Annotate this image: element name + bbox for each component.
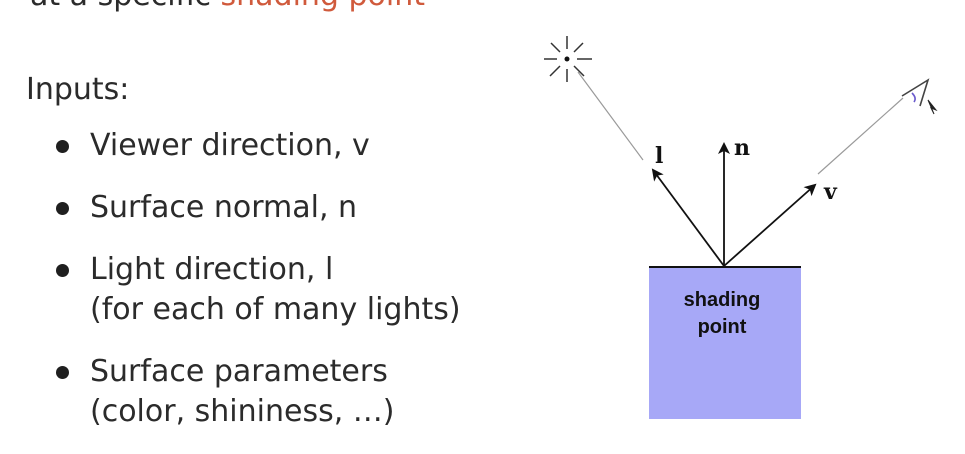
list-item-subtext: (color, shininess, …)	[90, 394, 395, 429]
list-item-text: Surface normal, n	[90, 190, 358, 225]
shading-point-box	[649, 267, 801, 419]
shading-diagram: l n v shading point	[544, 36, 938, 419]
inputs-list: Viewer direction, v Surface normal, n Li…	[56, 126, 461, 454]
heading-accent: shading point	[221, 0, 426, 13]
normal-vector-label: n	[734, 135, 750, 161]
list-item-text: Viewer direction, v	[90, 128, 370, 163]
heading-prefix: at a specific	[30, 0, 221, 13]
light-guide-line	[577, 71, 644, 161]
shading-point-label-line1: shading	[684, 289, 761, 311]
viewer-vector-label: v	[823, 179, 838, 205]
slide-heading: at a specific shading point	[30, 0, 425, 13]
light-vector-label: l	[655, 143, 663, 169]
eye-icon	[901, 78, 938, 115]
viewer-vector-arrow	[723, 183, 817, 267]
list-item: Surface normal, n	[56, 188, 461, 228]
list-item-subtext: (for each of many lights)	[90, 292, 461, 327]
list-item: Light direction, l (for each of many lig…	[56, 250, 461, 330]
viewer-guide-line	[817, 97, 904, 175]
light-source-icon	[544, 36, 592, 82]
list-item-text: Surface parameters	[90, 354, 388, 389]
list-item: Surface parameters (color, shininess, …)	[56, 352, 461, 432]
light-vector-arrow	[651, 168, 725, 267]
shading-point-label-line2: point	[698, 316, 747, 338]
inputs-label: Inputs:	[26, 72, 130, 107]
list-item-text: Light direction, l	[90, 252, 334, 287]
list-item: Viewer direction, v	[56, 126, 461, 166]
